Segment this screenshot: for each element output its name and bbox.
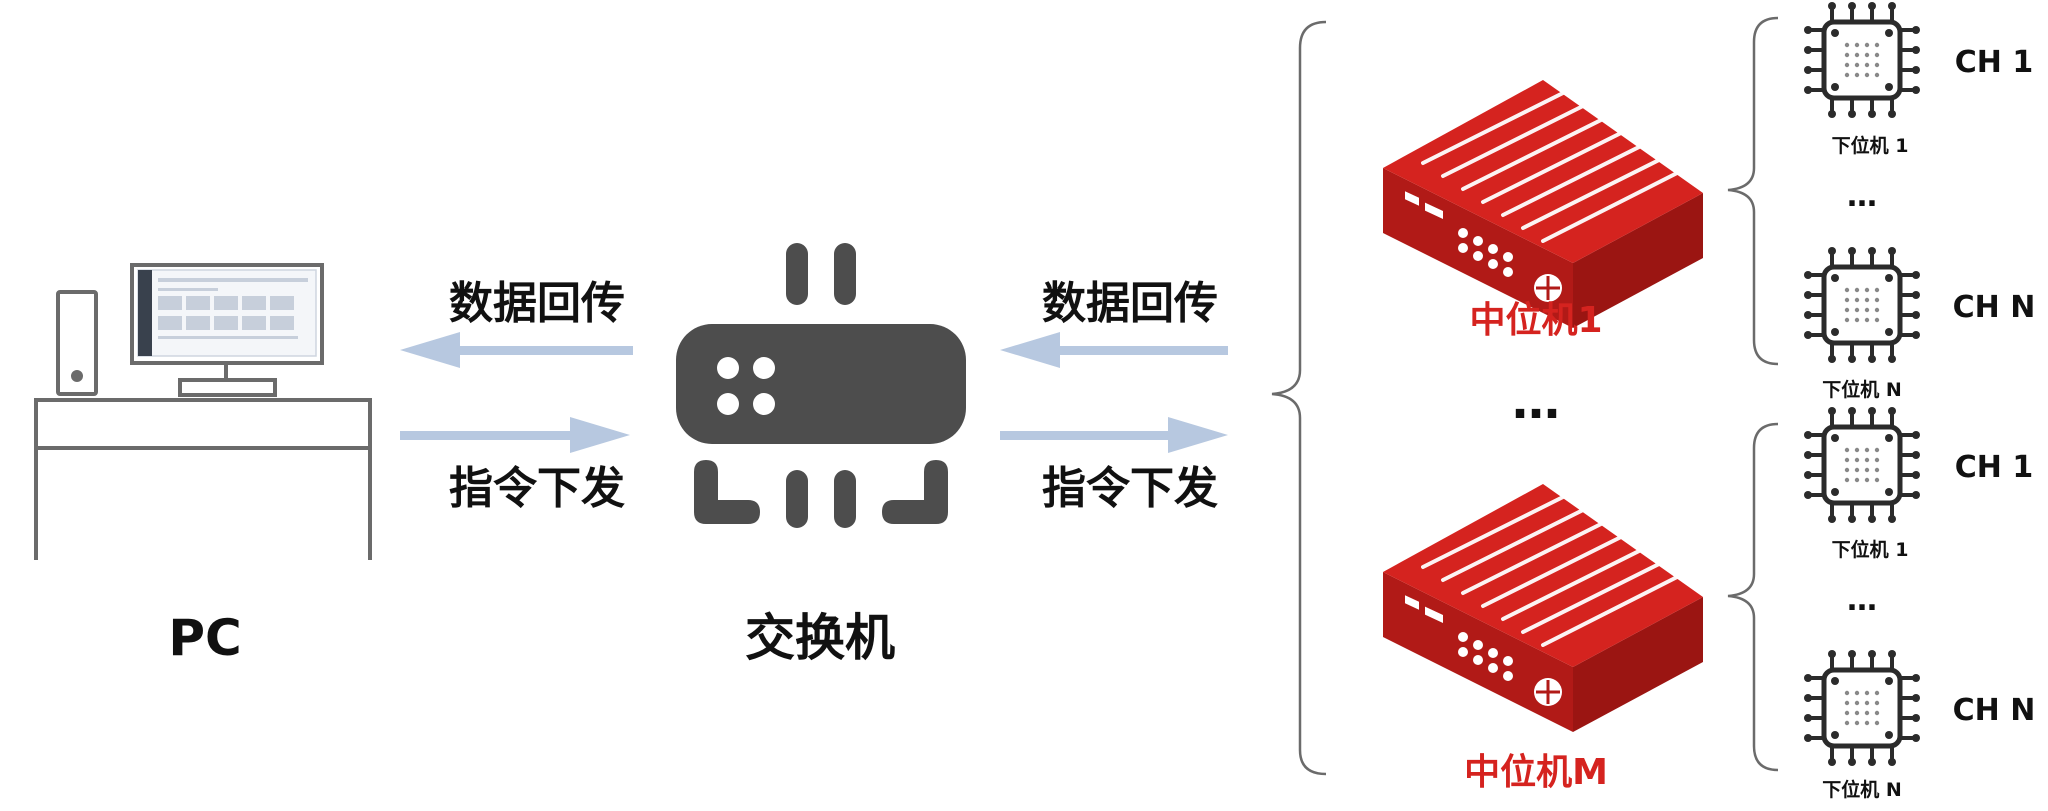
mid-units-brace	[1271, 20, 1327, 776]
switch-icon	[676, 243, 966, 528]
right-upload-label: 数据回传	[1042, 278, 1218, 329]
left-upload-label: 数据回传	[449, 278, 625, 329]
channel-ellipsis: …	[1847, 179, 1877, 214]
chip-icon	[1804, 247, 1920, 363]
mid-units-ellipsis: …	[1512, 374, 1560, 430]
channel-device-label: 下位机 1	[1832, 134, 1909, 157]
right-command-arrow	[1000, 417, 1228, 453]
channel-ch-label: CH 1	[1955, 450, 2033, 485]
left-upload-arrow	[400, 332, 633, 368]
channel-brace-1	[1727, 16, 1779, 366]
channel-device-label: 下位机 N	[1822, 378, 1902, 401]
chip-icon	[1804, 2, 1920, 118]
channel-device-label: 下位机 N	[1822, 778, 1902, 801]
left-command-label: 指令下发	[449, 463, 625, 514]
channel-ch-label: CH N	[1953, 693, 2036, 728]
left-command-arrow	[400, 417, 630, 453]
mid-unit-1-label: 中位机1	[1469, 300, 1602, 341]
mid-unit-m-label: 中位机M	[1464, 752, 1608, 793]
channel-ellipsis: …	[1847, 583, 1877, 618]
channel-ch-label: CH N	[1953, 290, 2036, 325]
chip-icon	[1804, 650, 1920, 766]
chip-icon	[1804, 407, 1920, 523]
mid-unit-m-device	[1381, 482, 1705, 734]
channel-brace-2	[1727, 422, 1779, 772]
channel-ch-label: CH 1	[1955, 45, 2033, 80]
mid-unit-1-device	[1381, 78, 1705, 330]
right-upload-arrow	[1000, 332, 1228, 368]
pc-label: PC	[168, 609, 241, 667]
pc-screen-content	[158, 278, 308, 339]
switch-label: 交换机	[745, 609, 895, 667]
channel-device-label: 下位机 1	[1832, 538, 1909, 561]
right-command-label: 指令下发	[1042, 463, 1218, 514]
